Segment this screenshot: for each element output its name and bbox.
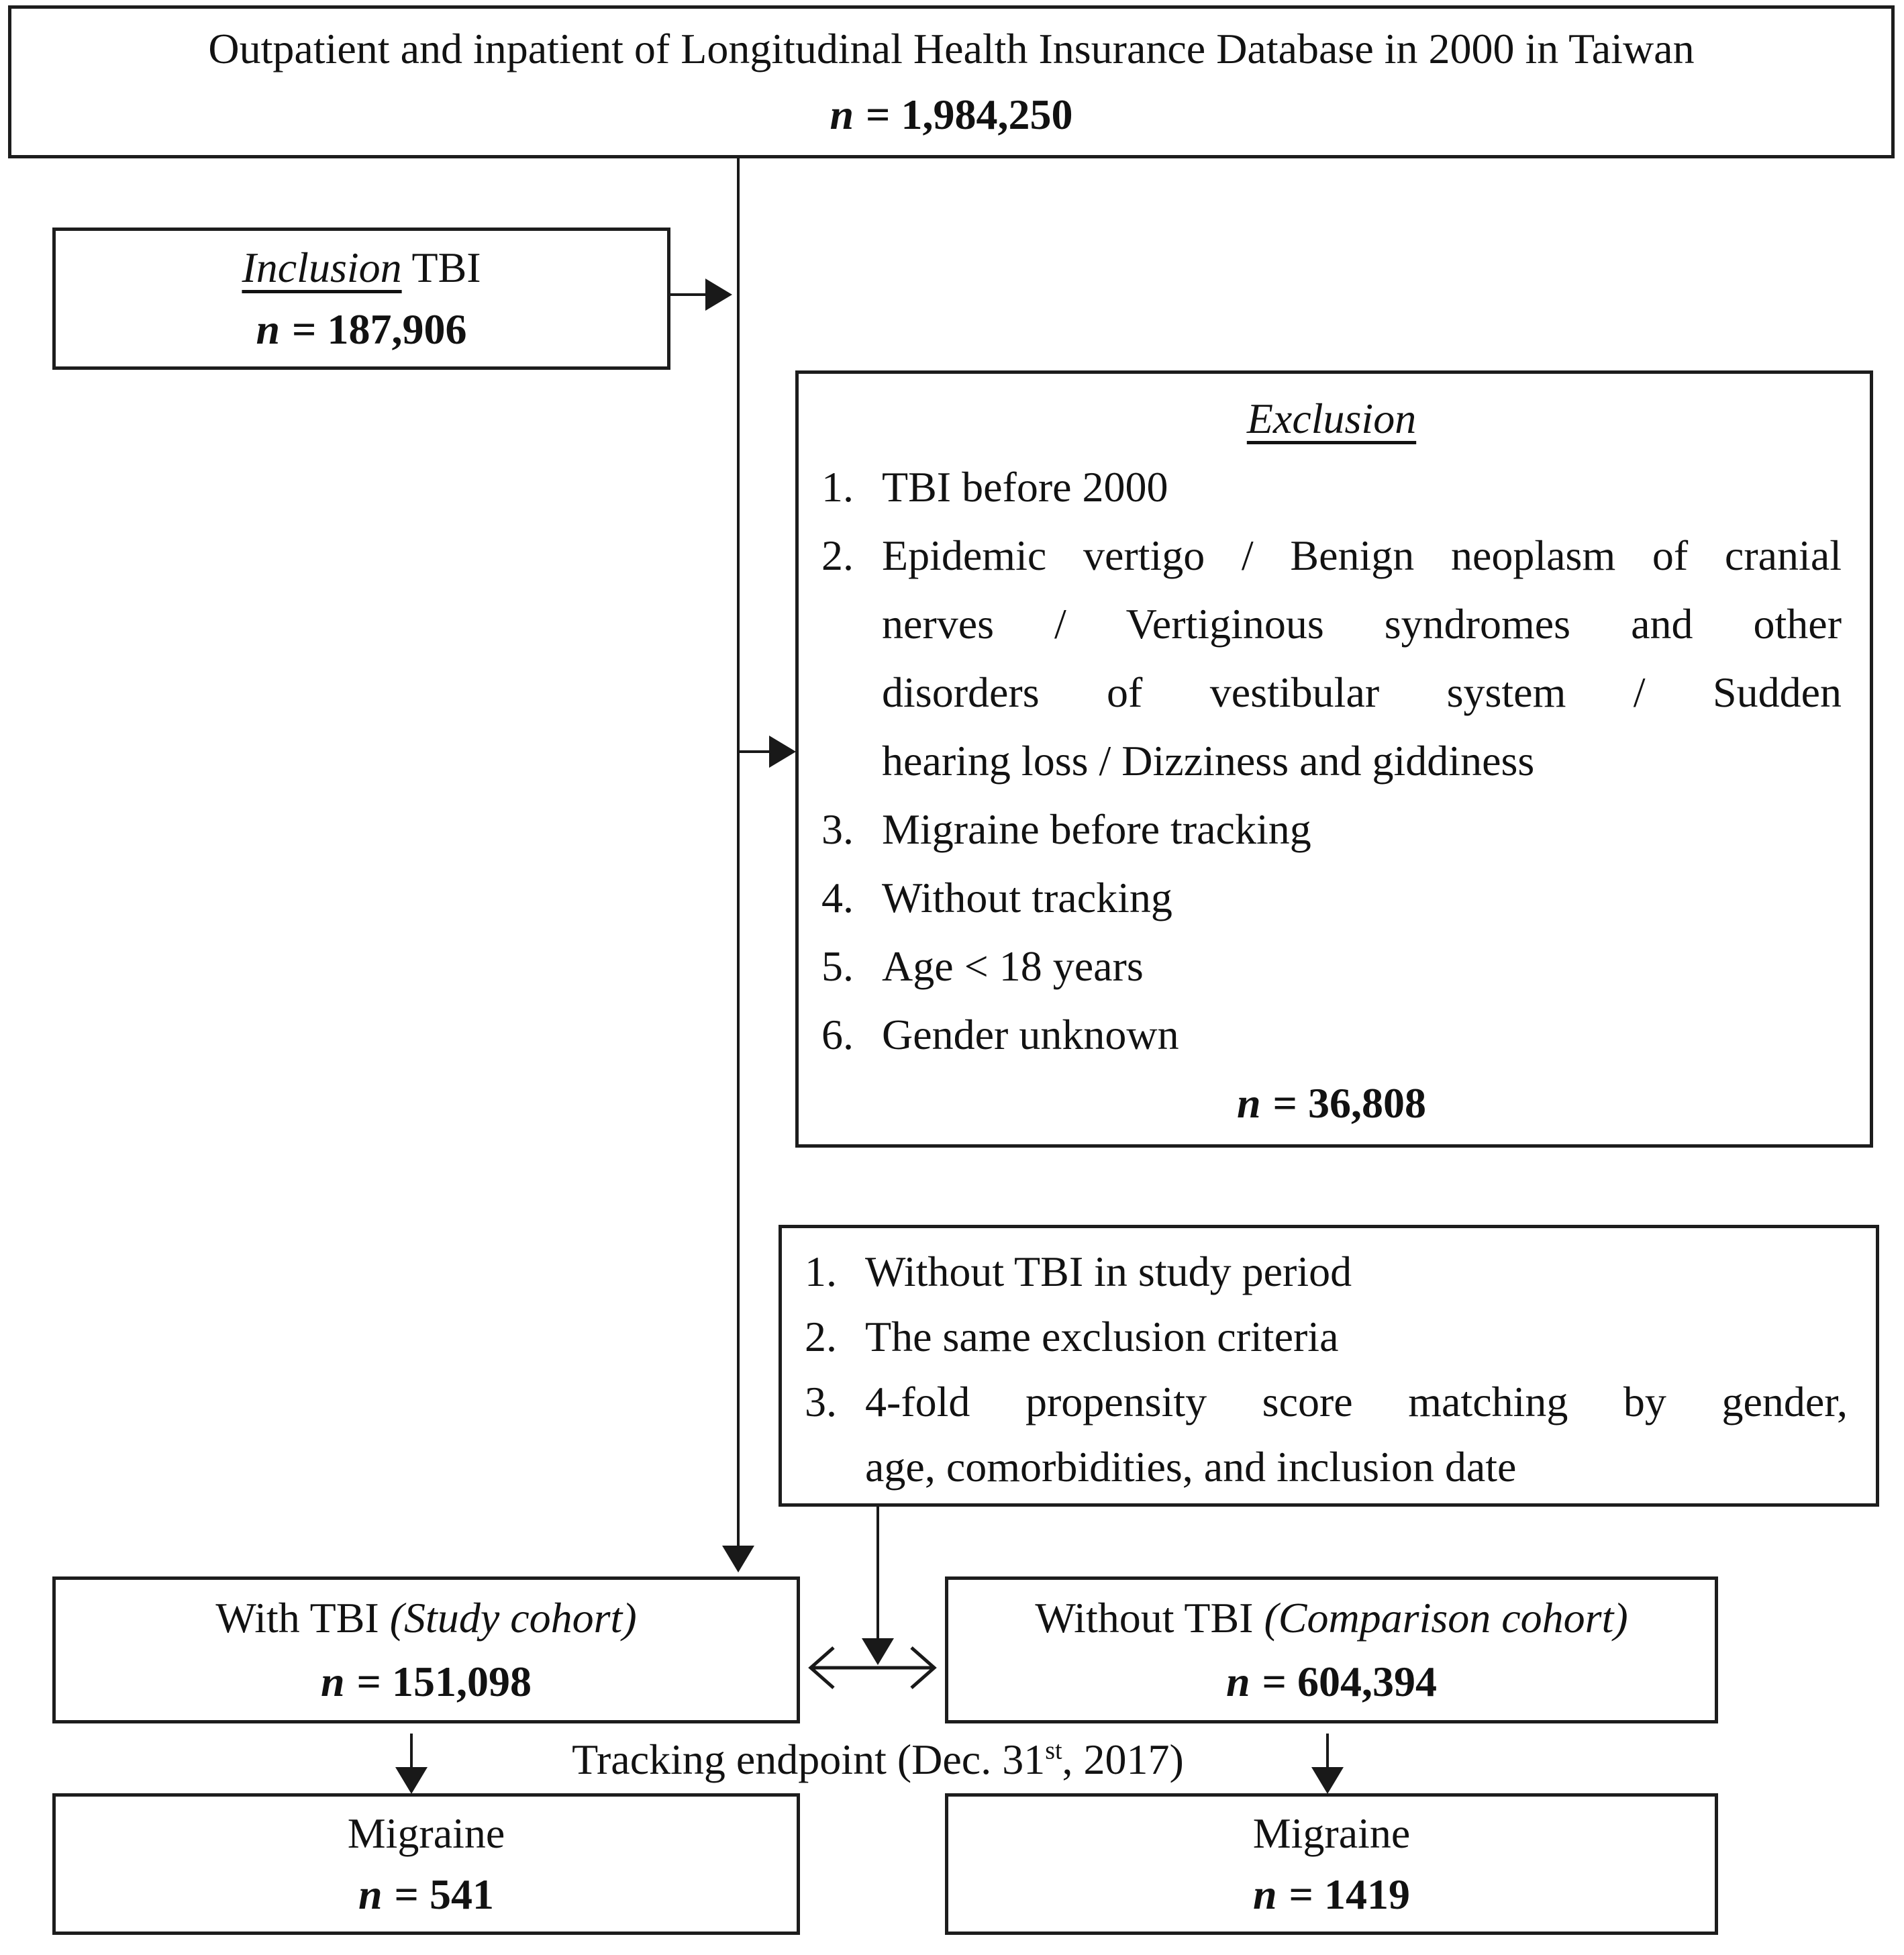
connector-comparison-down: [1326, 1734, 1329, 1768]
inclusion-n: n= 187,906: [256, 305, 467, 353]
exclusion-item: 4. Without tracking: [821, 874, 1172, 921]
study-migraine-n: n= 541: [358, 1870, 494, 1919]
exclusion-content: Exclusion 1. TBI before 2000 2. Epidemic…: [799, 374, 1870, 1144]
connector-exclusion: [740, 750, 770, 753]
matching-criteria-box: 1. Without TBI in study period 2. The sa…: [779, 1225, 1879, 1507]
connector-matching-vertical: [876, 1507, 879, 1640]
arrow-compare-horizontal: [808, 1646, 937, 1689]
exclusion-item: 1. TBI before 2000: [821, 463, 1168, 511]
connector-study-down: [410, 1734, 413, 1768]
database-title: Outpatient and inpatient of Longitudinal…: [208, 25, 1695, 73]
connector-inclusion: [670, 293, 705, 296]
arrowhead-inclusion-right: [705, 279, 732, 311]
arrowhead-matching-down: [862, 1638, 894, 1665]
exclusion-item: 6. Gender unknown: [821, 1011, 1179, 1058]
matching-content: 1. Without TBI in study period 2. The sa…: [782, 1228, 1876, 1503]
database-n: n= 1,984,250: [830, 90, 1073, 138]
tracking-endpoint-label: Tracking endpoint (Dec. 31st, 2017): [572, 1736, 1184, 1783]
matching-item: 3. 4-fold propensity score matching by g…: [805, 1378, 1848, 1491]
matching-item: 1. Without TBI in study period: [805, 1248, 1352, 1295]
inclusion-label: Inclusion TBI: [242, 244, 481, 291]
exclusion-n: n= 36,808: [1237, 1079, 1426, 1127]
study-cohort-n: n= 151,098: [321, 1657, 532, 1705]
study-migraine-label: Migraine: [347, 1809, 505, 1857]
database-box: Outpatient and inpatient of Longitudinal…: [8, 5, 1895, 158]
connector-main-vertical: [737, 158, 740, 1547]
matching-item: 2. The same exclusion criteria: [805, 1313, 1339, 1360]
exclusion-item: 3. Migraine before tracking: [821, 805, 1311, 853]
exclusion-item: 2. Epidemic vertigo / Benign neoplasm of…: [821, 532, 1842, 785]
inclusion-box: Inclusion TBI n= 187,906: [52, 228, 670, 370]
arrowhead-study-down: [395, 1767, 428, 1794]
arrowhead-main-down: [722, 1546, 754, 1572]
arrowhead-comparison-down: [1311, 1767, 1344, 1794]
study-cohort-box: With TBI (Study cohort) n= 151,098: [52, 1576, 800, 1723]
comparison-cohort-n: n= 604,394: [1226, 1657, 1437, 1705]
exclusion-title: Exclusion: [1246, 395, 1417, 442]
comparison-cohort-label: Without TBI (Comparison cohort): [1035, 1594, 1628, 1642]
comparison-migraine-box: Migraine n= 1419: [945, 1793, 1718, 1935]
comparison-migraine-n: n= 1419: [1253, 1870, 1410, 1919]
exclusion-item: 5. Age < 18 years: [821, 942, 1144, 990]
comparison-migraine-label: Migraine: [1252, 1809, 1411, 1857]
study-migraine-box: Migraine n= 541: [52, 1793, 800, 1935]
study-cohort-label: With TBI (Study cohort): [215, 1594, 637, 1642]
comparison-cohort-box: Without TBI (Comparison cohort) n= 604,3…: [945, 1576, 1718, 1723]
exclusion-box: Exclusion 1. TBI before 2000 2. Epidemic…: [795, 370, 1873, 1148]
arrowhead-exclusion-right: [769, 736, 796, 768]
